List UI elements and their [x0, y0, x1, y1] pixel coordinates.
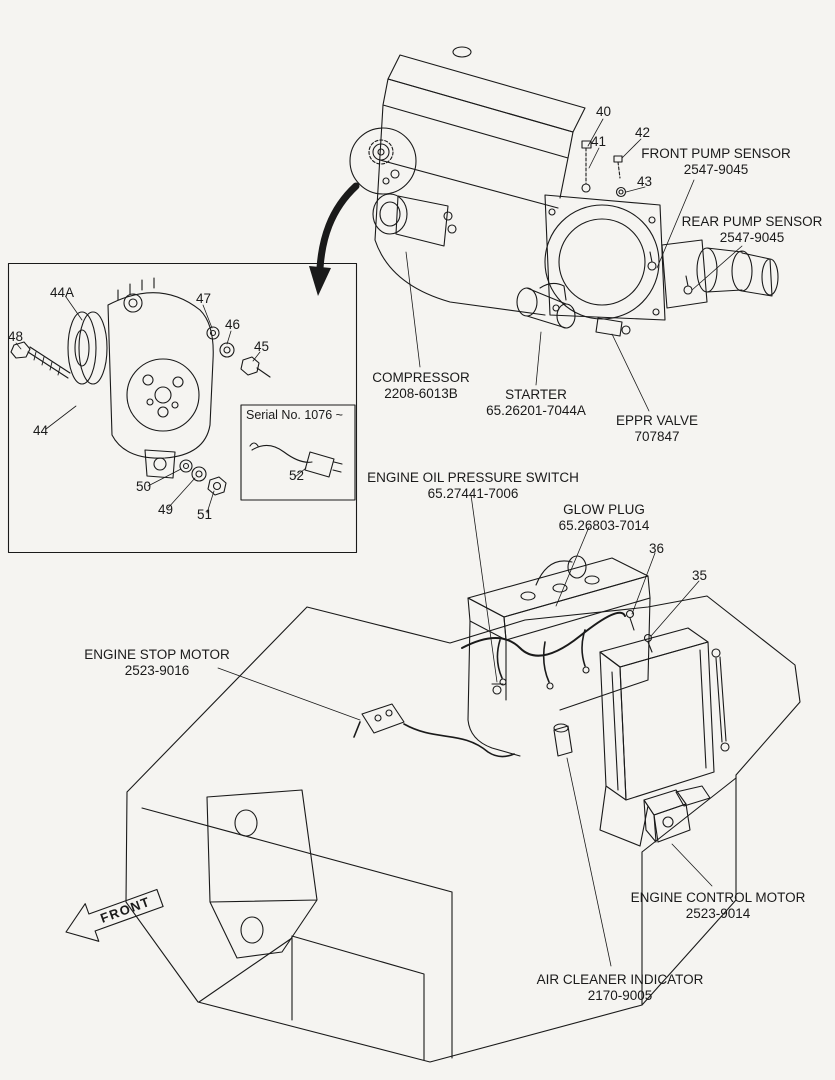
label-glow-plug-name: GLOW PLUG	[563, 502, 645, 517]
label-engine-control-motor-part: 2523-9014	[685, 906, 751, 921]
bolt-48	[10, 341, 31, 359]
callout-44: 44	[33, 423, 49, 438]
starter-part	[516, 287, 538, 317]
label-glow-plug-part: 65.26803-7014	[558, 518, 650, 533]
callout-52: 52	[289, 468, 305, 483]
callout-51: 51	[197, 507, 213, 522]
label-engine-control-motor: ENGINE CONTROL MOTOR 2523-9014	[631, 890, 806, 922]
alternator-body-44	[107, 292, 214, 459]
label-front-pump-sensor-name: FRONT PUMP SENSOR	[641, 146, 791, 161]
lower-engine-drawing	[353, 555, 730, 847]
label-air-cleaner-indicator-part: 2170-9005	[587, 988, 653, 1003]
washer-47	[206, 326, 220, 340]
label-engine-control-motor-name: ENGINE CONTROL MOTOR	[630, 890, 806, 905]
label-engine-stop-motor-name: ENGINE STOP MOTOR	[84, 647, 230, 662]
label-engine-oil-pressure-switch-part: 65.27441-7006	[427, 486, 519, 501]
washer-43	[615, 186, 627, 198]
callout-40: 40	[596, 104, 612, 119]
washer-49	[191, 466, 207, 482]
callout-47: 47	[196, 291, 212, 306]
engine-assembly-drawing	[372, 46, 779, 337]
pulley-44a	[67, 311, 97, 385]
serial-note: Serial No. 1076 ~	[246, 408, 343, 422]
washer-41	[581, 183, 591, 193]
label-starter: STARTER 65.26201-7044A	[486, 387, 586, 419]
label-air-cleaner-indicator-name: AIR CLEANER INDICATOR	[536, 972, 704, 987]
label-engine-stop-motor-part: 2523-9016	[124, 663, 190, 678]
connector-wire-52	[249, 442, 313, 463]
callout-48: 48	[8, 329, 24, 344]
rear-pump-sensor-part	[683, 285, 693, 295]
label-rear-pump-sensor-name: REAR PUMP SENSOR	[681, 214, 823, 229]
callout-42: 42	[635, 125, 651, 140]
alternator-inset-drawing	[7, 262, 358, 554]
label-engine-oil-pressure-switch-name: ENGINE OIL PRESSURE SWITCH	[367, 470, 579, 485]
control-panel	[599, 627, 709, 668]
label-eppr-valve: EPPR VALVE 707847	[616, 413, 698, 445]
front-pump-sensor-part	[647, 261, 657, 271]
compressor-part	[372, 193, 408, 235]
label-front-pump-sensor-part: 2547-9045	[683, 162, 749, 177]
label-air-cleaner-indicator: AIR CLEANER INDICATOR 2170-9005	[537, 972, 704, 1004]
callout-36: 36	[649, 541, 665, 556]
glow-plug-harness	[461, 611, 626, 657]
pump-adapter	[661, 239, 708, 309]
support-rod	[715, 656, 727, 743]
label-glow-plug: GLOW PLUG 65.26803-7014	[559, 502, 650, 534]
bolt-40	[581, 140, 592, 149]
label-front-pump-sensor: FRONT PUMP SENSOR 2547-9045	[641, 146, 791, 178]
label-compressor-part: 2208-6013B	[384, 386, 458, 401]
washer-50	[179, 459, 193, 473]
label-rear-pump-sensor-part: 2547-9045	[719, 230, 785, 245]
label-starter-name: STARTER	[505, 387, 567, 402]
air-cleaner-indicator-part	[553, 725, 573, 757]
detail-arrow-head	[309, 266, 331, 296]
compressor-detail-callout	[309, 127, 417, 296]
label-compressor-name: COMPRESSOR	[372, 370, 470, 385]
label-eppr-valve-part: 707847	[634, 429, 680, 444]
callout-45: 45	[254, 339, 270, 354]
callout-44a: 44A	[50, 285, 75, 300]
oil-pressure-switch-part	[492, 685, 502, 695]
serial-inset-box	[240, 404, 356, 501]
label-eppr-valve-name: EPPR VALVE	[615, 413, 699, 428]
callout-43: 43	[637, 174, 653, 189]
label-compressor: COMPRESSOR 2208-6013B	[372, 370, 470, 402]
callout-46: 46	[225, 317, 241, 332]
washer-46	[219, 342, 235, 358]
callout-35: 35	[692, 568, 708, 583]
inset-box	[7, 262, 358, 554]
nut-51	[207, 476, 227, 496]
engine-stop-motor-part	[361, 703, 405, 734]
label-rear-pump-sensor: REAR PUMP SENSOR 2547-9045	[682, 214, 823, 246]
filler-cap	[452, 46, 472, 58]
bolt-36	[625, 609, 635, 619]
detail-arrow	[316, 182, 360, 272]
callout-41: 41	[591, 134, 607, 149]
label-engine-stop-motor: ENGINE STOP MOTOR 2523-9016	[84, 647, 230, 679]
bolt-45	[240, 356, 260, 376]
callout-49: 49	[158, 502, 174, 517]
bolt-42	[613, 155, 623, 163]
eppr-valve-part	[595, 317, 623, 337]
callout-50: 50	[136, 479, 152, 494]
front-arrow-label: FRONT	[98, 894, 152, 926]
label-starter-part: 65.26201-7044A	[486, 403, 586, 418]
leader-lines	[15, 118, 743, 967]
front-arrow-shape	[65, 888, 164, 942]
flywheel-housing-plate	[544, 194, 666, 321]
machine-body-drawing	[125, 595, 801, 1063]
mount-bracket	[206, 789, 318, 959]
label-engine-oil-pressure-switch: ENGINE OIL PRESSURE SWITCH 65.27441-7006	[367, 470, 579, 502]
